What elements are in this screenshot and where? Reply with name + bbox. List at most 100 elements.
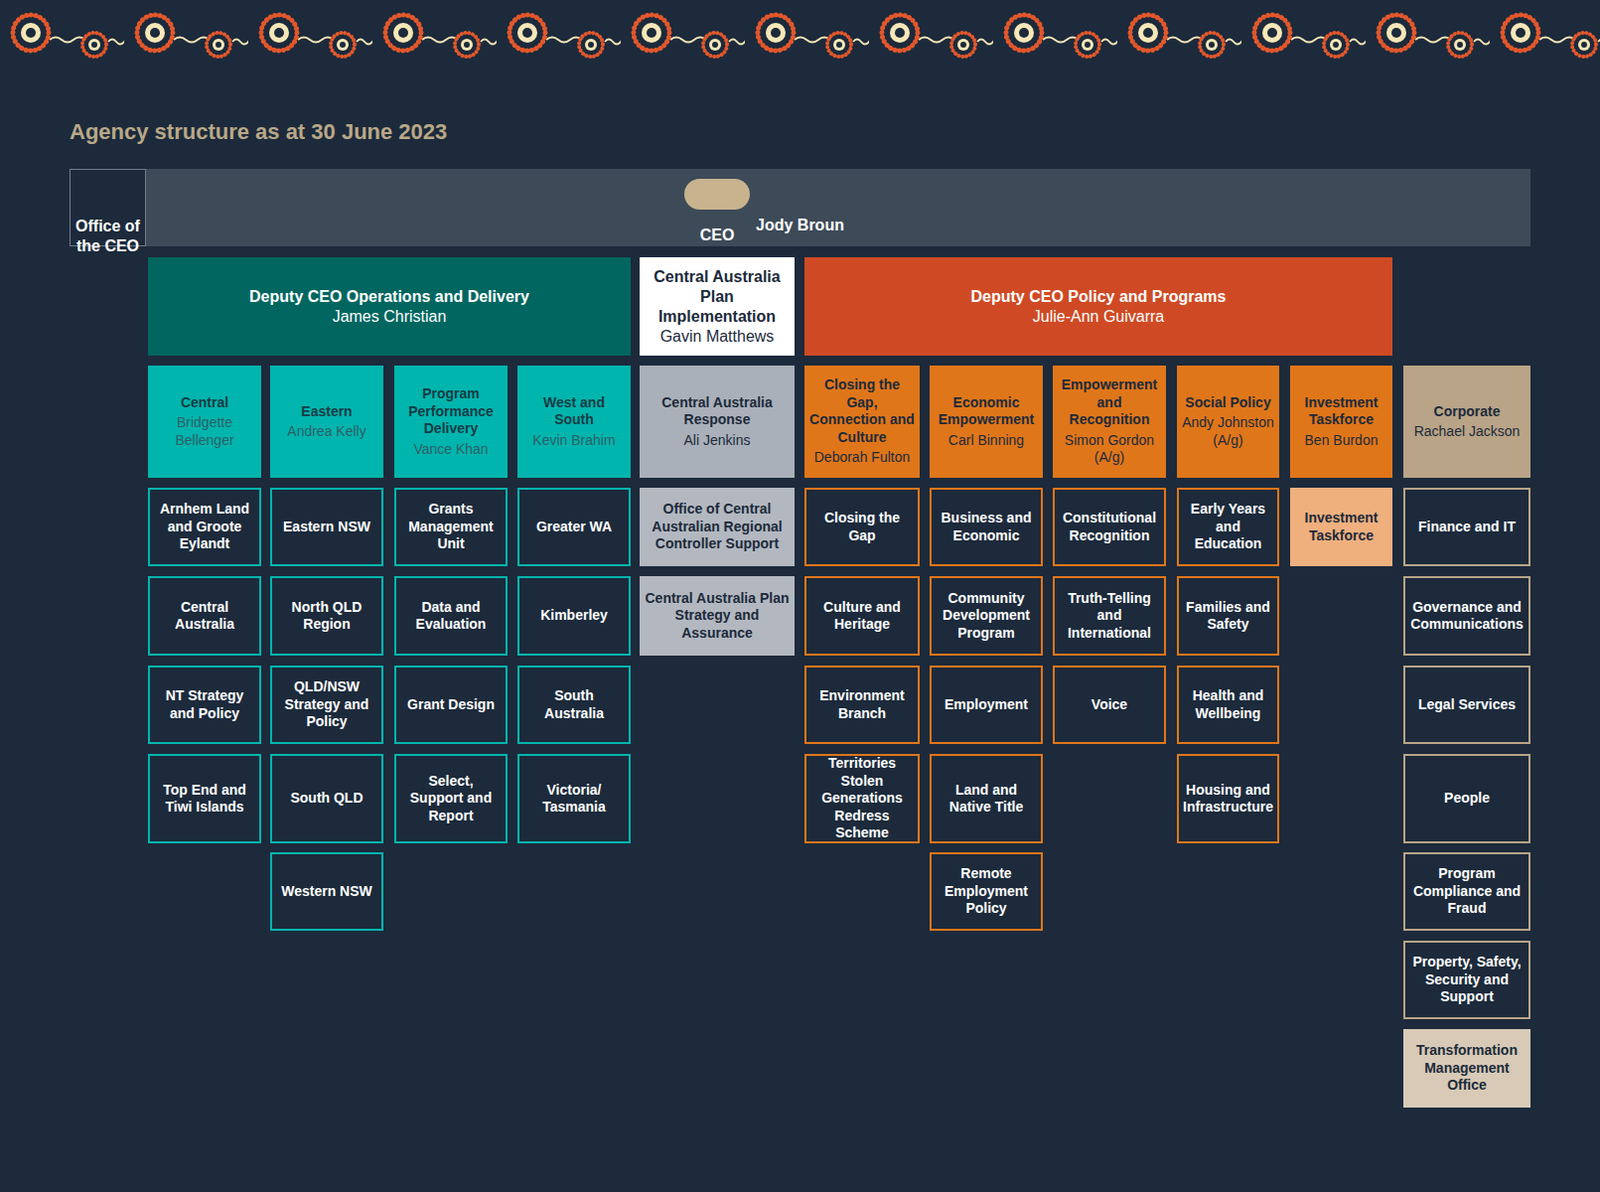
unit-box: Central Australia Plan Strategy and Assu… xyxy=(639,576,795,656)
unit-box: Victoria/ Tasmania xyxy=(517,753,631,844)
node-title: Select, Support and Report xyxy=(401,772,501,826)
person-name: Ben Burdon xyxy=(1305,432,1379,450)
node-title: Office of the CEO xyxy=(70,216,146,257)
unit-box: North QLD Region xyxy=(270,576,384,656)
person-name: James Christian xyxy=(332,306,447,327)
unit-box: People xyxy=(1403,753,1531,844)
unit-box: Investment Taskforce xyxy=(1290,487,1393,567)
node-title: Top End and Tiwi Islands xyxy=(154,781,255,817)
node-title: Victoria/ Tasmania xyxy=(524,781,624,817)
node-title: Central Australia xyxy=(154,598,255,634)
unit-box: Office of Central Australian Regional Co… xyxy=(639,487,795,567)
ceo-pill: CEO xyxy=(684,178,750,210)
node-title: Finance and IT xyxy=(1418,518,1516,537)
branch-head-box: Economic EmpowermentCarl Binning xyxy=(929,365,1043,478)
node-title: Transformation Management Office xyxy=(1408,1041,1526,1095)
branch-head-box: Investment TaskforceBen Burdon xyxy=(1290,365,1393,478)
node-title: Office of Central Australian Regional Co… xyxy=(644,500,790,554)
office-label-box: Office of the CEO xyxy=(69,168,146,247)
node-title: Central Australia Response xyxy=(644,394,790,430)
node-title: Eastern xyxy=(300,403,352,422)
person-name: Rachael Jackson xyxy=(1414,423,1521,441)
unit-box: Remote Employment Policy xyxy=(929,852,1043,931)
person-name: Julie-Ann Guivarra xyxy=(1032,306,1165,327)
node-title: Closing the Gap, Connection and Culture xyxy=(809,376,915,446)
node-title: Grant Design xyxy=(407,696,495,715)
person-name: Bridgette Bellenger xyxy=(152,414,257,449)
unit-box: Property, Safety, Security and Support xyxy=(1403,940,1531,1019)
node-title: Business and Economic xyxy=(936,509,1036,545)
unit-box: Constitutional Recognition xyxy=(1052,487,1166,567)
division-box: Deputy CEO Policy and ProgramsJulie-Ann … xyxy=(804,257,1393,356)
unit-box: Top End and Tiwi Islands xyxy=(147,753,262,844)
branch-head-box: West and SouthKevin Brahim xyxy=(517,365,631,478)
unit-box: Health and Wellbeing xyxy=(1176,665,1280,744)
unit-box: Arnhem Land and Groote Eylandt xyxy=(147,487,262,567)
person-name: Kevin Brahim xyxy=(532,432,615,450)
node-title: Investment Taskforce xyxy=(1295,509,1388,545)
branch-head-box: Empowerment and RecognitionSimon Gordon … xyxy=(1052,365,1166,478)
ceo-band: Jody BrounOffice of the CEOCEO xyxy=(69,168,1531,247)
unit-box: Housing and Infrastructure xyxy=(1176,753,1280,844)
node-title: Families and Safety xyxy=(1183,598,1273,634)
branch-head-box: CentralBridgette Bellenger xyxy=(147,365,262,478)
node-title: QLD/NSW Strategy and Policy xyxy=(277,678,377,731)
node-title: Territories Stolen Generations Redress S… xyxy=(811,754,913,843)
node-title: Environment Branch xyxy=(811,687,913,723)
node-title: Corporate xyxy=(1434,403,1501,422)
unit-box: Program Compliance and Fraud xyxy=(1403,852,1531,931)
node-title: Kimberley xyxy=(540,606,608,625)
unit-box: South Australia xyxy=(517,665,631,744)
node-title: Central Australia Plan Implementation xyxy=(644,267,790,327)
node-title: Arnhem Land and Groote Eylandt xyxy=(154,500,255,554)
unit-box: Kimberley xyxy=(517,576,631,656)
unit-box: Truth-Telling and International xyxy=(1052,576,1166,656)
node-title: Constitutional Recognition xyxy=(1059,509,1160,545)
node-title: Community Development Program xyxy=(936,589,1036,643)
unit-box: NT Strategy and Policy xyxy=(147,665,262,744)
node-title: CEO xyxy=(684,225,750,246)
unit-box: Central Australia xyxy=(147,576,262,656)
unit-box: Greater WA xyxy=(517,487,631,567)
node-title: Closing the Gap xyxy=(811,509,913,545)
unit-box: Land and Native Title xyxy=(929,753,1043,844)
unit-box: Transformation Management Office xyxy=(1403,1028,1531,1108)
unit-box: Eastern NSW xyxy=(270,487,384,567)
division-box: Deputy CEO Operations and DeliveryJames … xyxy=(147,257,631,356)
node-title: South Australia xyxy=(524,687,624,723)
unit-box: Employment xyxy=(929,665,1043,744)
node-title: Economic Empowerment xyxy=(934,394,1038,430)
node-title: Housing and Infrastructure xyxy=(1182,781,1274,817)
unit-box: Legal Services xyxy=(1403,665,1531,744)
node-title: Program Performance Delivery xyxy=(399,385,503,438)
node-title: Greater WA xyxy=(536,518,612,537)
person-name: Gavin Matthews xyxy=(660,326,775,347)
node-title: Early Years and Education xyxy=(1183,500,1273,554)
node-title: West and South xyxy=(522,394,626,430)
person-name: Simon Gordon (A/g) xyxy=(1057,432,1162,467)
node-title: Deputy CEO Policy and Programs xyxy=(971,287,1227,307)
unit-box: Grant Design xyxy=(394,665,508,744)
unit-box: Culture and Heritage xyxy=(804,576,920,656)
unit-box: Closing the Gap xyxy=(804,487,920,567)
branch-head-box: Closing the Gap, Connection and CultureD… xyxy=(804,365,920,478)
person-name: Carl Binning xyxy=(948,432,1024,450)
decorative-border xyxy=(0,0,1600,78)
division-box: Central Australia Plan ImplementationGav… xyxy=(639,257,795,356)
node-title: Governance and Communications xyxy=(1410,598,1524,634)
person-name: Deborah Fulton xyxy=(814,448,911,467)
unit-box: Community Development Program xyxy=(929,576,1043,656)
chart-title: Agency structure as at 30 June 2023 xyxy=(69,119,447,146)
node-title: Social Policy xyxy=(1184,394,1271,413)
unit-box: Governance and Communications xyxy=(1403,576,1531,656)
person-name: Vance Khan xyxy=(413,440,488,459)
unit-box: QLD/NSW Strategy and Policy xyxy=(270,665,384,744)
person-name: Andy Johnston (A/g) xyxy=(1181,414,1275,449)
unit-box: Data and Evaluation xyxy=(394,576,508,656)
unit-box: Early Years and Education xyxy=(1176,487,1280,567)
node-title: North QLD Region xyxy=(277,598,377,634)
branch-head-box: Program Performance DeliveryVance Khan xyxy=(394,365,508,478)
unit-box: Territories Stolen Generations Redress S… xyxy=(804,753,920,844)
node-title: Employment xyxy=(944,696,1028,715)
node-title: Central Australia Plan Strategy and Assu… xyxy=(644,589,790,643)
